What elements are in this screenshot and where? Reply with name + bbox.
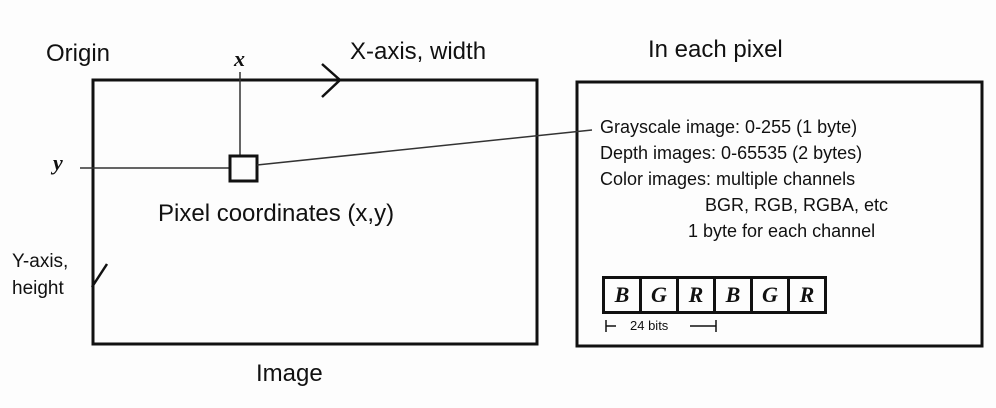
x-variable-label: x [234, 46, 245, 71]
pixel-connector-line [256, 129, 593, 166]
grayscale-info: Grayscale image: 0-255 (1 byte) [600, 117, 858, 137]
channel-cell: R [787, 276, 827, 314]
channel-cell: G [750, 276, 790, 314]
channel-cell: R [676, 276, 716, 314]
x-axis-arrow [321, 63, 342, 98]
bits-label: 24 bits [630, 318, 669, 333]
color-info: Color images: multiple channels [600, 169, 856, 189]
y-axis-arrow [90, 263, 109, 288]
in-each-pixel-title: In each pixel [648, 36, 783, 63]
channel-cell: B [602, 276, 642, 314]
channel-cell: G [639, 276, 679, 314]
pixel-coordinates-label: Pixel coordinates (x,y) [158, 200, 395, 227]
color-formats-info: BGR, RGB, RGBA, etc [705, 195, 889, 215]
origin-label: Origin [46, 40, 111, 67]
channel-cell: B [713, 276, 753, 314]
depth-info: Depth images: 0-65535 (2 bytes) [600, 143, 863, 163]
per-channel-info: 1 byte for each channel [688, 221, 876, 241]
image-frame [91, 78, 539, 346]
pixel-info-box [575, 80, 984, 348]
y-variable-label: y [53, 150, 63, 175]
pixel-square [228, 154, 259, 183]
image-caption: Image [256, 360, 323, 387]
channel-cells: B G R B G R [602, 276, 827, 314]
x-axis-label: X-axis, width [350, 38, 487, 65]
y-axis-label: Y-axis, height [12, 251, 69, 299]
